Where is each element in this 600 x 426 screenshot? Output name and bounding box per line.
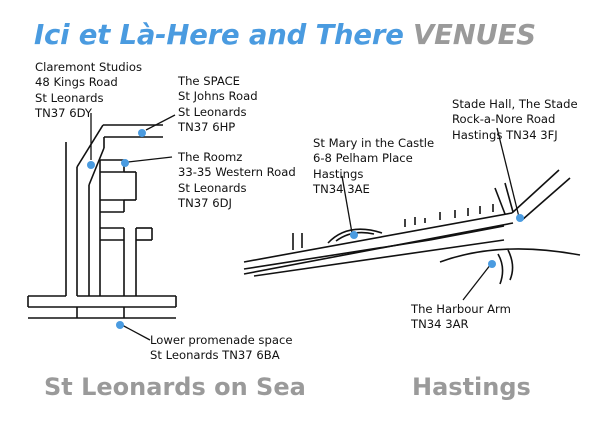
venue-stade-label: Stade Hall, The Stade Rock-a-Nore Road H…	[452, 97, 578, 142]
venue-harbour-label: The Harbour Arm TN34 3AR	[411, 302, 511, 332]
hastings-roads	[243, 169, 581, 285]
title-accent: VENUES	[413, 19, 536, 51]
venue-roomz-label: The Roomz 33-35 Western Road St Leonards…	[178, 150, 296, 211]
marker-space	[138, 129, 146, 137]
pointer-lines	[90, 113, 520, 341]
marker-promenade	[116, 321, 124, 329]
st-leonards-roads	[27, 124, 177, 319]
marker-stade	[516, 214, 524, 222]
venue-space-label: The SPACE St Johns Road St Leonards TN37…	[178, 74, 258, 135]
title-main: Ici et Là-Here and There	[34, 19, 404, 51]
venue-promenade-label: Lower promenade space St Leonards TN37 6…	[150, 333, 293, 363]
venue-claremont-label: Claremont Studios 48 Kings Road St Leona…	[35, 60, 142, 121]
marker-harbour	[488, 260, 496, 268]
map-title: Ici et Là-Here and There VENUES	[34, 19, 536, 51]
venue-stmary-label: St Mary in the Castle 6-8 Pelham Place H…	[313, 136, 435, 197]
venue-markers	[87, 129, 524, 329]
area-hastings: Hastings	[412, 373, 531, 401]
marker-roomz	[121, 159, 129, 167]
marker-stmary	[350, 231, 358, 239]
area-st-leonards: St Leonards on Sea	[44, 373, 306, 401]
marker-claremont	[87, 161, 95, 169]
